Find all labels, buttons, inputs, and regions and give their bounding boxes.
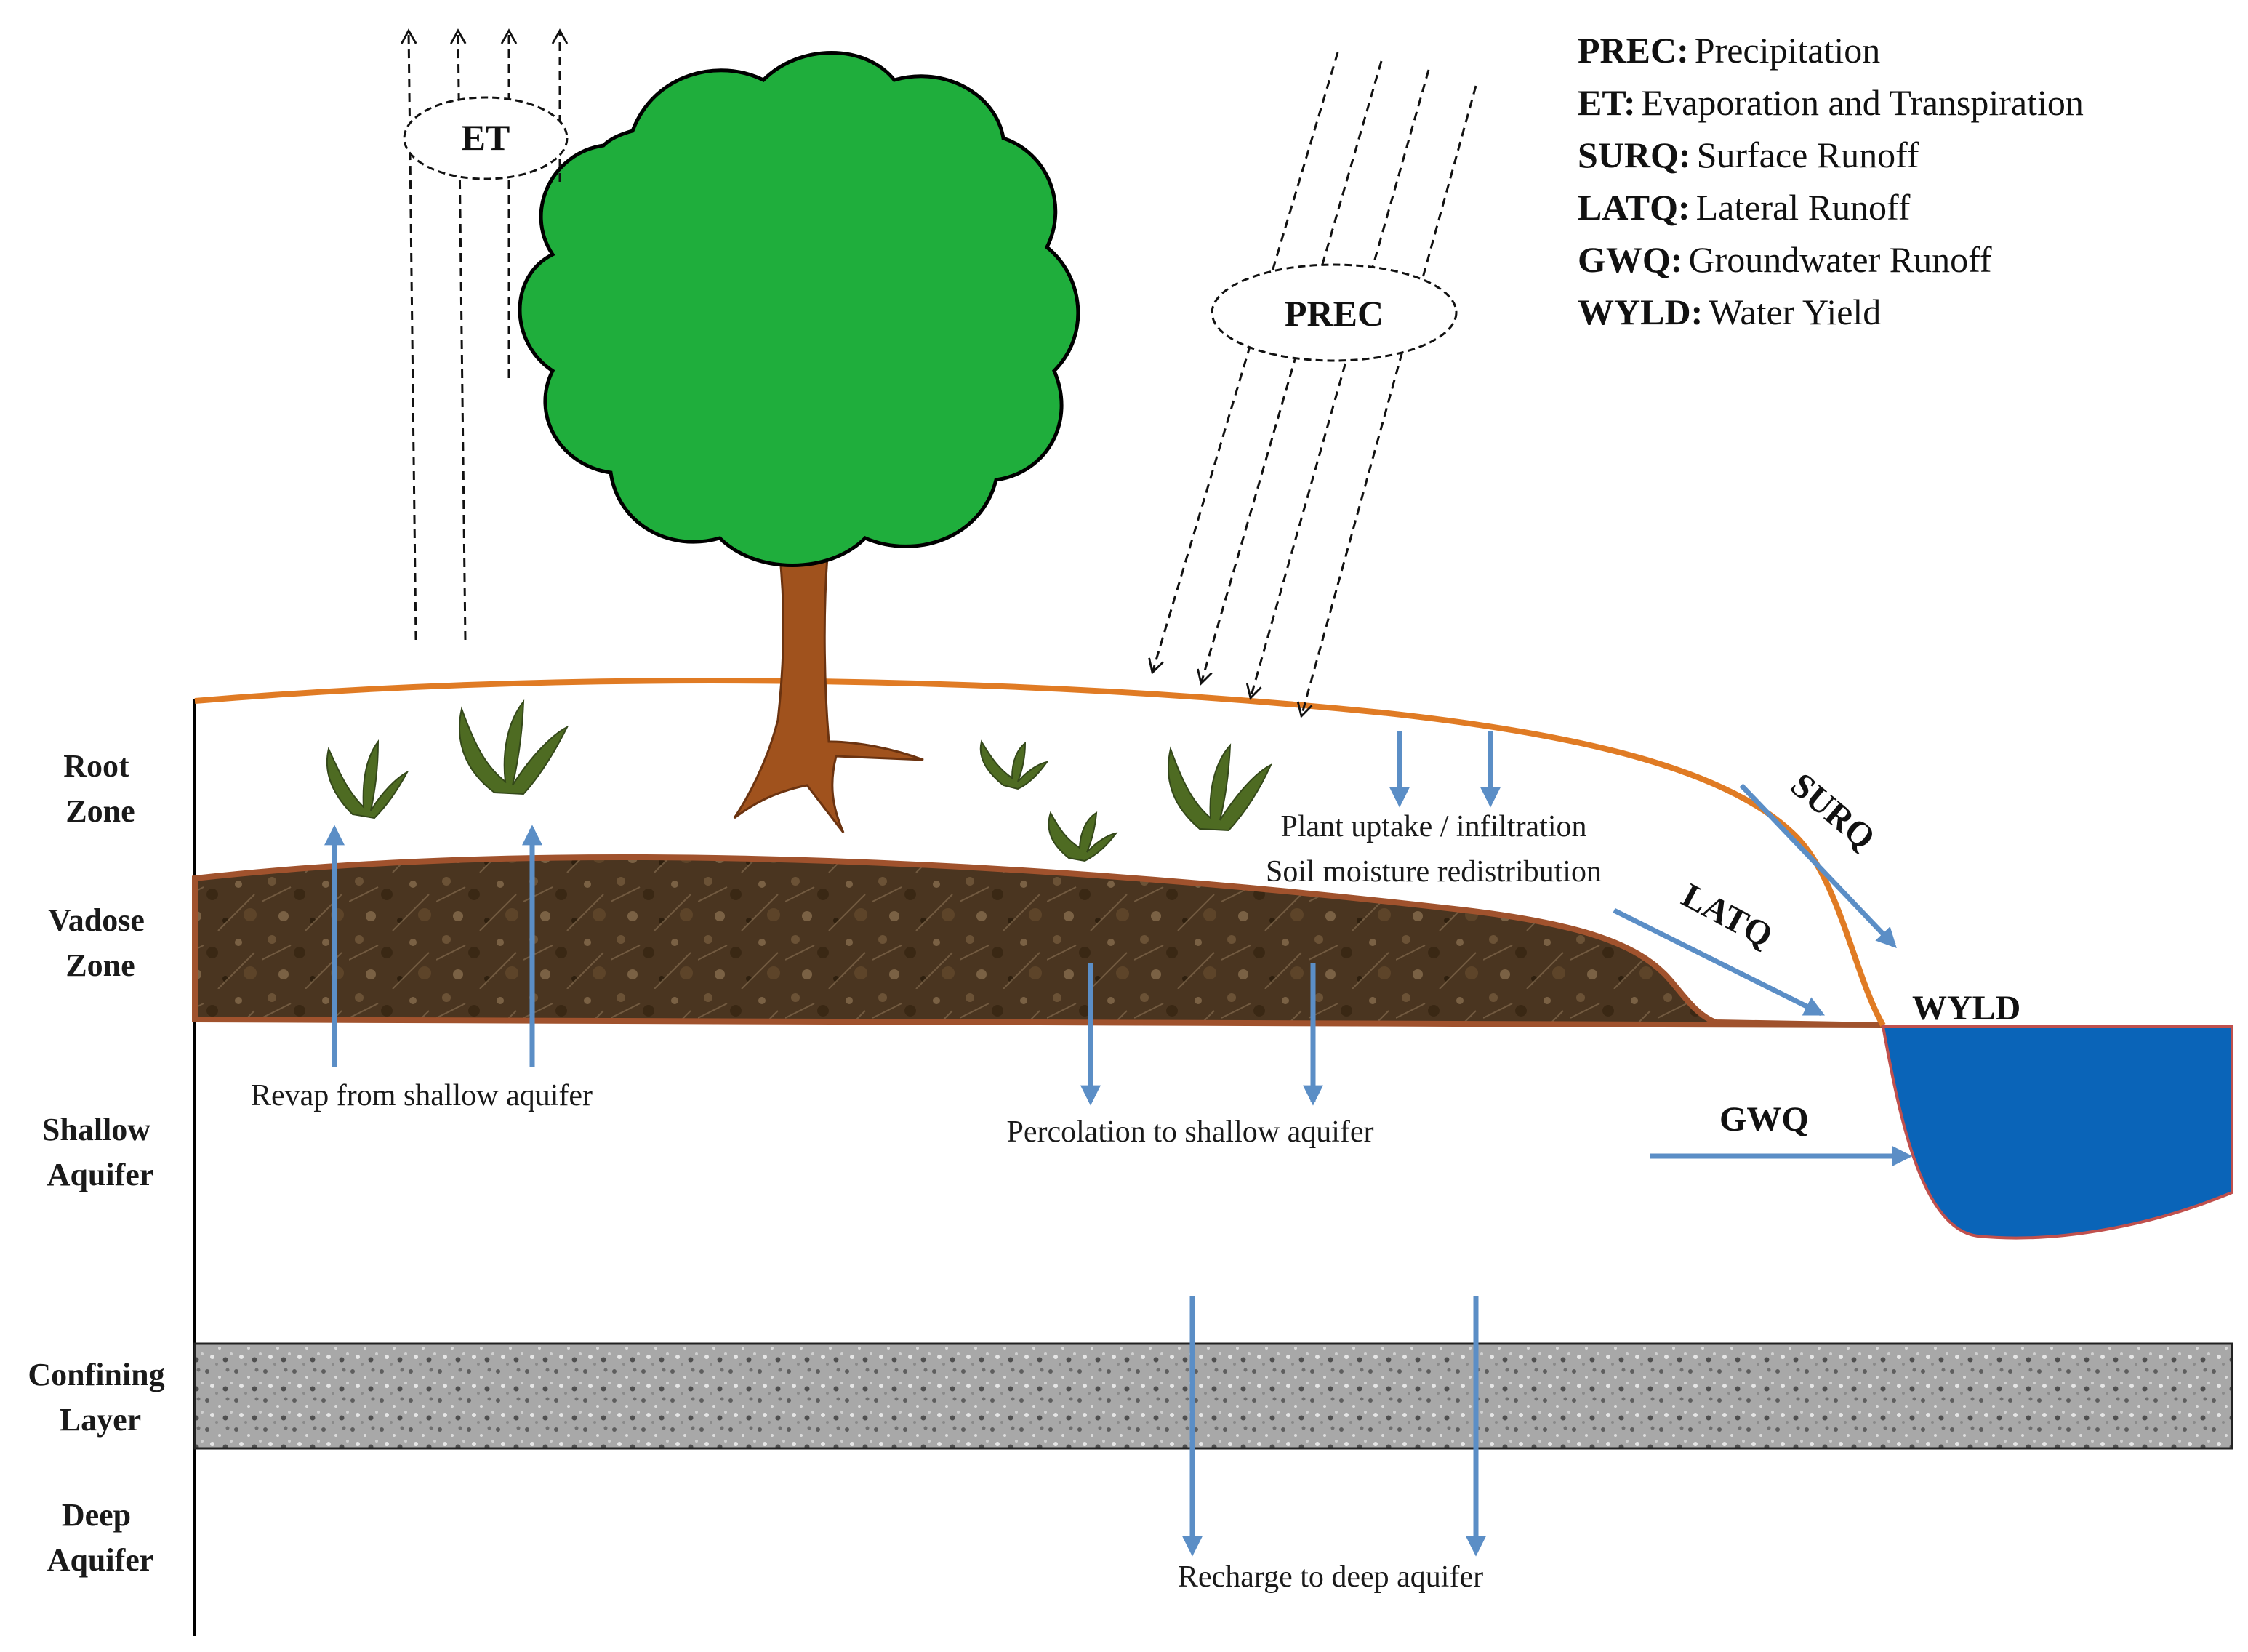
legend-abbr: PREC: bbox=[1578, 30, 1689, 71]
grass-tuft bbox=[979, 739, 1049, 790]
grass-tuft bbox=[459, 699, 569, 795]
legend-text: Precipitation bbox=[1695, 30, 1881, 71]
legend-abbr: SURQ: bbox=[1578, 135, 1691, 175]
tree-canopy bbox=[518, 51, 1080, 567]
gwq-label: GWQ bbox=[1719, 1100, 1809, 1139]
soil-moisture-label: Soil moisture redistribution bbox=[1266, 855, 1602, 889]
latq-label: LATQ bbox=[1676, 876, 1779, 955]
root-zone-line-1: Root bbox=[63, 748, 129, 784]
process-arrows bbox=[324, 731, 1913, 1557]
et-bubble bbox=[403, 96, 569, 180]
prec-arrow bbox=[1245, 69, 1430, 700]
shallow-aquifer-line-1: Shallow bbox=[42, 1112, 150, 1147]
legend: PREC:Precipitation ET:Evaporation and Tr… bbox=[1578, 30, 2084, 332]
legend-abbr: WYLD: bbox=[1578, 292, 1703, 332]
root-zone-line-2: Zone bbox=[65, 793, 135, 829]
vadose-zone-line-1: Vadose bbox=[48, 902, 145, 938]
legend-text: Evaporation and Transpiration bbox=[1642, 82, 2084, 123]
prec-arrow bbox=[1148, 52, 1339, 675]
surq-arrow bbox=[1739, 783, 1897, 949]
deep-aquifer-line-1: Deep bbox=[62, 1497, 131, 1533]
tree-illustration bbox=[518, 51, 1080, 833]
prec-arrow bbox=[1197, 60, 1383, 686]
grass-tuft bbox=[1168, 743, 1273, 832]
root-zone-label: Root Zone bbox=[63, 748, 137, 829]
tree-trunk bbox=[733, 537, 924, 833]
confining-layer-label: Confining Layer bbox=[28, 1357, 172, 1438]
legend-abbr: ET: bbox=[1578, 82, 1636, 123]
legend-text: Lateral Runoff bbox=[1696, 187, 1911, 228]
vadose-zone-label: Vadose Zone bbox=[48, 902, 153, 983]
prec-arrow bbox=[1296, 85, 1477, 718]
legend-item: ET:Evaporation and Transpiration bbox=[1578, 82, 2084, 123]
shallow-aquifer-label: Shallow Aquifer bbox=[42, 1112, 158, 1192]
legend-abbr: LATQ: bbox=[1578, 187, 1690, 228]
et-arrows bbox=[400, 28, 569, 641]
recharge-label: Recharge to deep aquifer bbox=[1178, 1560, 1483, 1594]
confining-layer-line-2: Layer bbox=[60, 1402, 141, 1438]
percolation-label: Percolation to shallow aquifer bbox=[1006, 1115, 1373, 1149]
legend-abbr: GWQ: bbox=[1578, 239, 1682, 280]
grass-tuft bbox=[1048, 811, 1118, 862]
deep-aquifer-line-2: Aquifer bbox=[47, 1542, 154, 1578]
revap-label: Revap from shallow aquifer bbox=[251, 1079, 593, 1112]
legend-item: WYLD:Water Yield bbox=[1578, 292, 1881, 332]
latq-arrow bbox=[1613, 907, 1826, 1017]
legend-item: GWQ:Groundwater Runoff bbox=[1578, 239, 1992, 280]
legend-item: SURQ:Surface Runoff bbox=[1578, 135, 1919, 175]
wyld-label: WYLD bbox=[1912, 989, 2020, 1027]
prec-arrows bbox=[1148, 52, 1477, 718]
et-bubble-label: ET bbox=[462, 117, 510, 158]
vadose-soil-layer bbox=[192, 854, 1884, 1028]
confining-layer-band bbox=[193, 1342, 2233, 1450]
grass-tuft bbox=[326, 739, 409, 819]
deep-aquifer-label: Deep Aquifer bbox=[47, 1497, 154, 1578]
legend-text: Groundwater Runoff bbox=[1688, 239, 1991, 280]
vadose-zone-line-2: Zone bbox=[65, 947, 135, 983]
water-body bbox=[1881, 1025, 2233, 1240]
legend-item: LATQ:Lateral Runoff bbox=[1578, 187, 1911, 228]
shallow-aquifer-line-2: Aquifer bbox=[47, 1157, 154, 1192]
plant-uptake-label: Plant uptake / infiltration bbox=[1280, 810, 1586, 843]
layer-labels: Root Zone Vadose Zone Shallow Aquifer Co… bbox=[28, 748, 172, 1578]
prec-bubble-label: PREC bbox=[1285, 293, 1384, 334]
legend-text: Surface Runoff bbox=[1697, 135, 1919, 175]
legend-item: PREC:Precipitation bbox=[1578, 30, 1880, 71]
confining-layer-line-1: Confining bbox=[28, 1357, 164, 1392]
prec-bubble bbox=[1211, 263, 1458, 362]
legend-text: Water Yield bbox=[1709, 292, 1881, 332]
grass-tufts bbox=[326, 699, 1273, 862]
